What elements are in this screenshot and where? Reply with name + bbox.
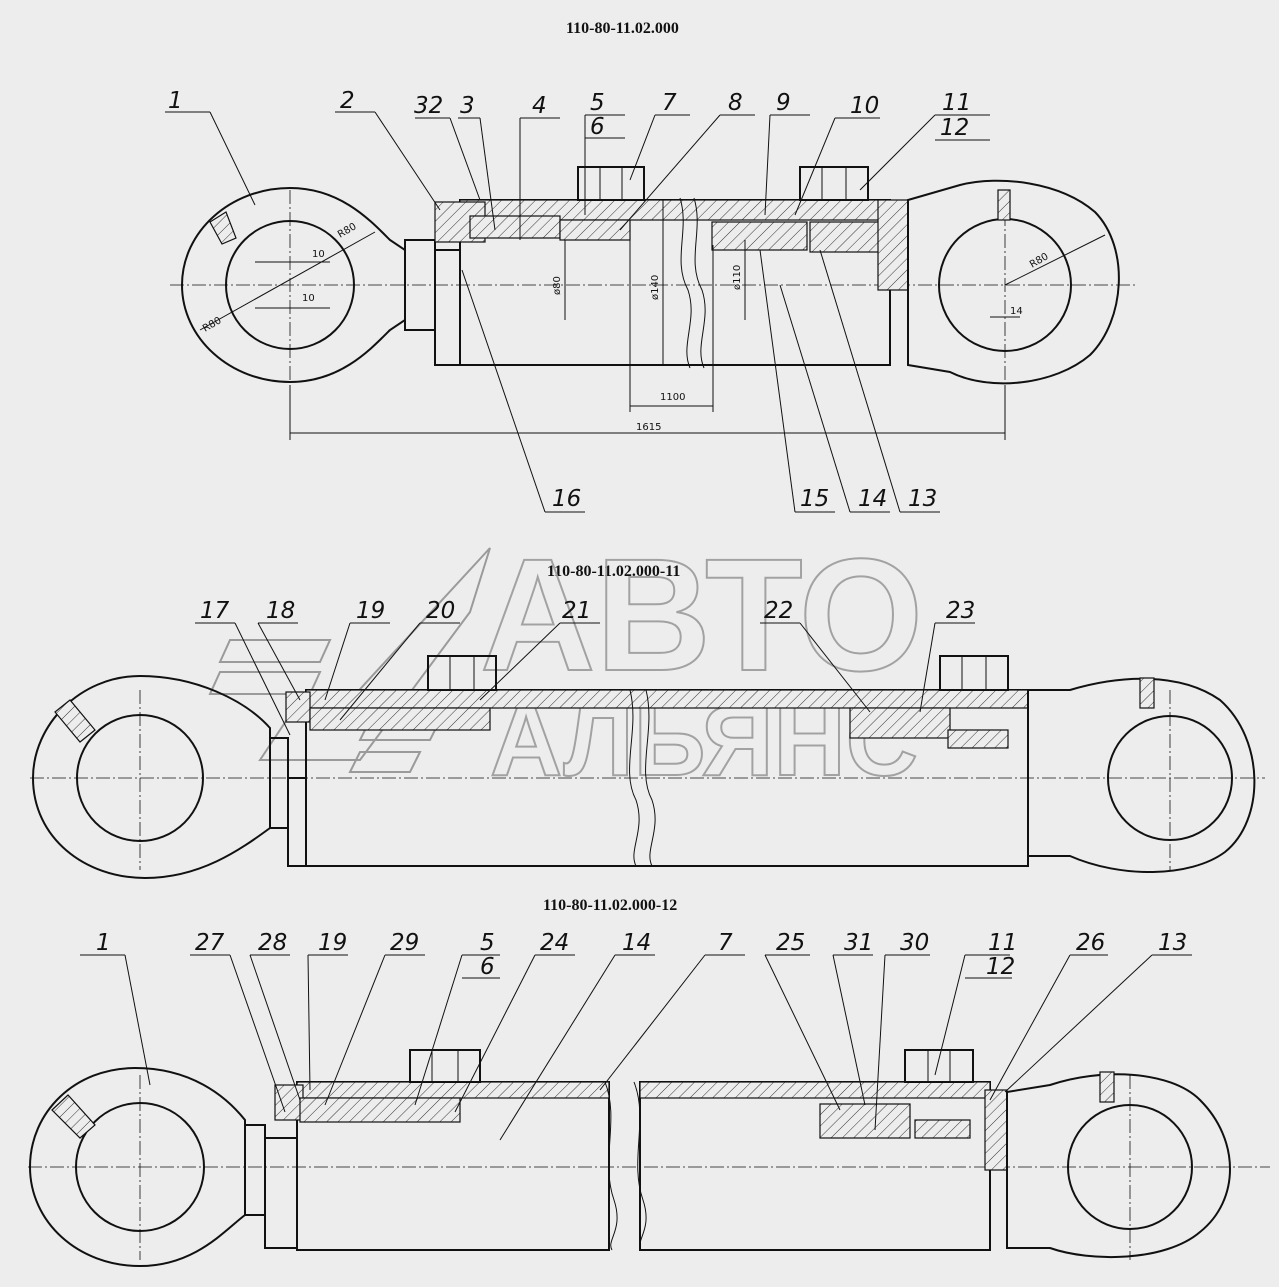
view-1-callouts: 1 2 32 3 4 5 6 7 8 9 10	[165, 88, 990, 513]
watermark-logo	[208, 547, 491, 773]
dim-d110: ø110	[732, 265, 743, 290]
callout-30: 30	[900, 930, 929, 956]
callout-18: 18	[266, 598, 295, 624]
callout-24: 24	[540, 930, 569, 956]
dim-r80-a: R80	[336, 221, 359, 240]
callout-16: 16	[552, 486, 581, 512]
callout-20: 20	[426, 598, 455, 624]
callout-21: 21	[562, 598, 591, 624]
callout-11: 11	[942, 90, 971, 116]
callout-2: 2	[340, 88, 355, 114]
watermark-line1: АВТО	[480, 525, 923, 704]
callout-17: 17	[200, 598, 230, 624]
view-title-2: 110-80-11.02.000-11	[547, 563, 681, 580]
callout-7-v3: 7	[718, 930, 733, 956]
dim-10-a: 10	[312, 249, 325, 260]
view-2-callouts: 17 18 19 20 21 22 23	[195, 598, 975, 736]
callout-32: 32	[414, 93, 443, 119]
view-2-assembly: 17 18 19 20 21 22 23	[30, 598, 1265, 880]
callout-1-v3: 1	[96, 930, 111, 956]
callout-25: 25	[776, 930, 805, 956]
callout-29: 29	[390, 930, 419, 956]
dim-1615: 1615	[636, 422, 661, 433]
view-3-assembly: 1 27 28 19 29 5 6 24 14 7 25	[28, 930, 1270, 1268]
view-title-3: 110-80-11.02.000-12	[543, 897, 678, 914]
callout-7: 7	[662, 90, 677, 116]
callout-9: 9	[776, 90, 791, 116]
callout-31: 31	[844, 930, 873, 956]
callout-13: 13	[908, 486, 937, 512]
callout-15: 15	[800, 486, 829, 512]
view-1-assembly: R80 R80 R80 10 10 ø80 ø140 ø110 1100 161…	[165, 88, 1135, 513]
dim-d140: ø140	[650, 275, 661, 300]
callout-19: 19	[356, 598, 385, 624]
callout-11-v3: 11	[988, 930, 1017, 956]
watermark: АВТО АЛЬЯНС	[208, 524, 924, 798]
dim-10-b: 10	[302, 293, 315, 304]
callout-12-v3: 12	[986, 954, 1015, 980]
callout-19-v3: 19	[318, 930, 347, 956]
callout-10: 10	[850, 93, 879, 119]
callout-14: 14	[858, 486, 887, 512]
callout-8: 8	[728, 90, 743, 116]
dim-14: 14	[1010, 306, 1023, 317]
callout-12: 12	[940, 115, 969, 141]
callout-6: 6	[590, 114, 605, 140]
callout-5: 5	[590, 90, 605, 116]
view-title-1: 110-80-11.02.000	[566, 20, 679, 37]
callout-13-v3: 13	[1158, 930, 1187, 956]
callout-4: 4	[532, 93, 547, 119]
callout-27: 27	[195, 930, 225, 956]
callout-26: 26	[1076, 930, 1105, 956]
callout-6-v3: 6	[480, 954, 495, 980]
callout-5-v3: 5	[480, 930, 495, 956]
callout-28: 28	[258, 930, 287, 956]
callout-3: 3	[460, 93, 475, 119]
dim-d80: ø80	[552, 276, 563, 295]
dim-1100: 1100	[660, 392, 685, 403]
callout-14-v3: 14	[622, 930, 651, 956]
callout-1: 1	[168, 88, 183, 114]
callout-22: 22	[764, 598, 793, 624]
view-3-callouts: 1 27 28 19 29 5 6 24 14 7 25	[80, 930, 1192, 1141]
callout-23: 23	[946, 598, 975, 624]
